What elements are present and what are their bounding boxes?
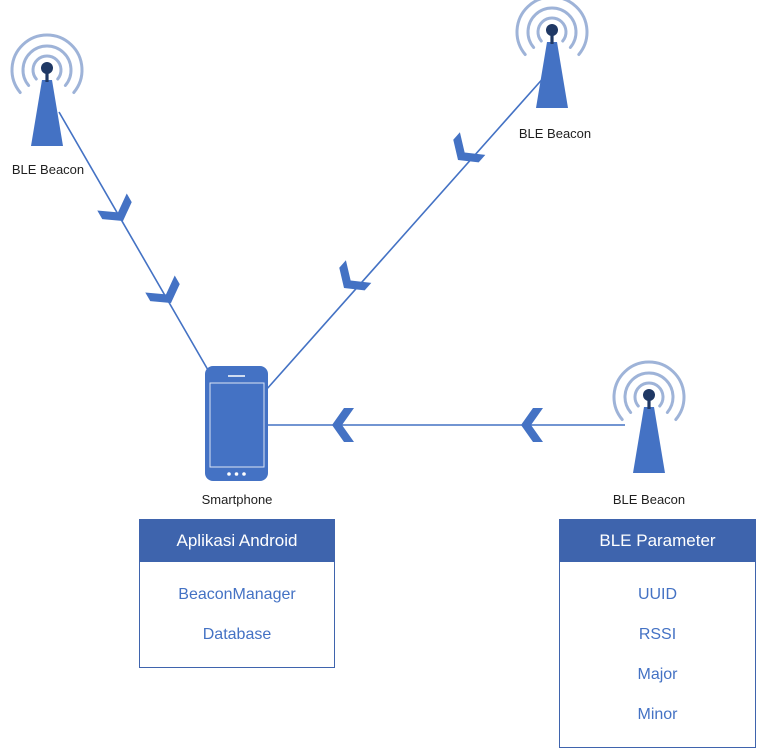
signal-wave-icon [515,0,589,56]
ble-parameter-item: Minor [637,706,678,723]
arrow-group [97,132,543,442]
signal-wave-icon [31,54,63,81]
chevron-arrow-icon [145,275,180,303]
broadcast-tower-icon [515,0,589,108]
chevron-arrow-icon [521,408,543,442]
smartphone-icon [205,366,268,481]
chevron-arrow-icon [332,408,354,442]
beacon-right [612,360,686,473]
broadcast-tower-icon [10,33,84,146]
broadcast-tower-icon [612,360,686,473]
ble-parameter-item: Major [637,666,678,683]
android-app-item: Database [202,626,272,643]
beacon-right-label: BLE Beacon [612,492,686,507]
beacon-top-right-label: BLE Beacon [518,126,592,141]
signal-wave-icon [612,360,686,421]
chevron-arrow-icon [453,132,486,163]
chevron-arrow-icon [339,260,372,291]
signal-wave-icon [21,44,73,87]
ble-parameter-item: UUID [637,586,678,603]
beacon-top-left [10,33,84,146]
signal-wave-icon [633,381,665,408]
android-app-title: Aplikasi Android [140,520,334,562]
beacon-top-left-label: BLE Beacon [11,162,85,177]
signal-wave-icon [623,371,675,414]
connection-line-top-right [265,74,547,391]
signal-wave-icon [10,33,84,94]
chevron-arrow-icon [97,193,132,221]
ble-parameter-title: BLE Parameter [560,520,755,562]
beacon-top-right [515,0,589,108]
connection-line-top-left [58,111,209,371]
signal-wave-icon [526,6,578,49]
smartphone-label: Smartphone [201,492,273,507]
ble-parameter-item: RSSI [638,626,677,643]
signal-wave-icon [536,16,568,43]
android-app-item: BeaconManager [178,586,296,603]
